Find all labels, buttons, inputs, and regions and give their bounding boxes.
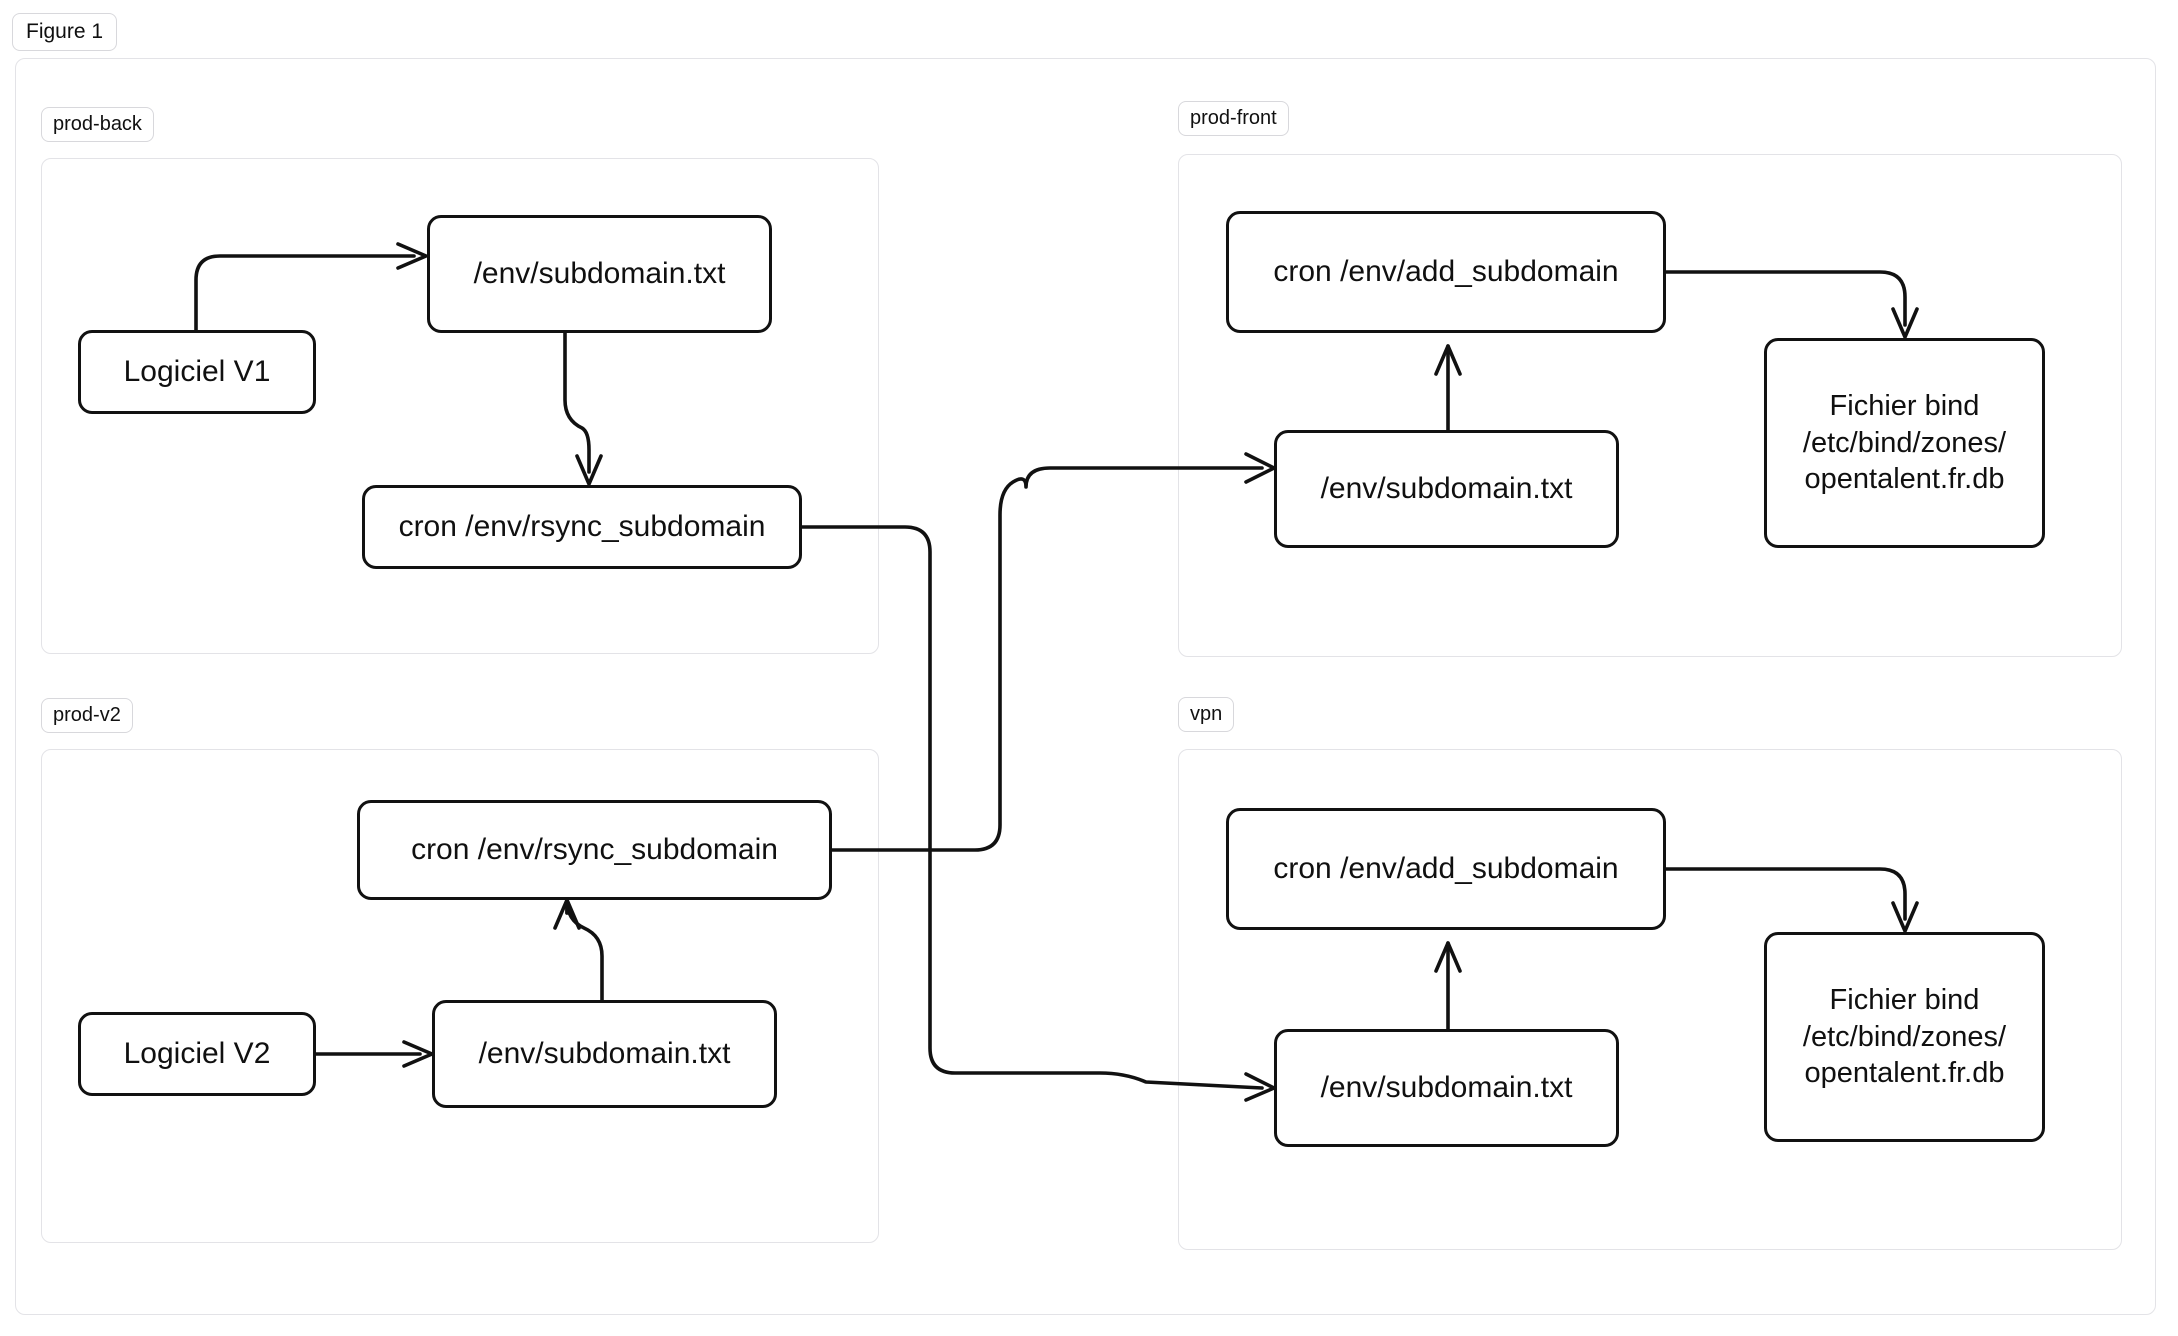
node-label: /env/subdomain.txt xyxy=(1320,1071,1573,1105)
cluster-label-vpn: vpn xyxy=(1178,697,1235,732)
node-label: /env/subdomain.txt xyxy=(1320,472,1573,506)
node-prod-v2-logiciel-v2[interactable]: Logiciel V2 xyxy=(78,1012,316,1096)
node-prod-front-subdomain-txt[interactable]: /env/subdomain.txt xyxy=(1274,430,1619,548)
node-label: cron /env/add_subdomain xyxy=(1273,255,1619,289)
node-label: Fichier bind /etc/bind/zones/ opentalent… xyxy=(1802,390,2007,496)
node-prod-front-cron-add-subdomain[interactable]: cron /env/add_subdomain xyxy=(1226,211,1666,333)
cluster-label-prod-front: prod-front xyxy=(1178,101,1289,136)
node-prod-back-cron-rsync-subdomain[interactable]: cron /env/rsync_subdomain xyxy=(362,485,802,569)
node-label: cron /env/rsync_subdomain xyxy=(398,510,766,544)
node-prod-back-logiciel-v1[interactable]: Logiciel V1 xyxy=(78,330,316,414)
node-label: cron /env/rsync_subdomain xyxy=(411,833,778,867)
node-prod-v2-cron-rsync-subdomain[interactable]: cron /env/rsync_subdomain xyxy=(357,800,832,900)
node-label: Logiciel V2 xyxy=(123,1037,271,1071)
node-vpn-fichier-bind[interactable]: Fichier bind /etc/bind/zones/ opentalent… xyxy=(1764,932,2045,1142)
node-label: /env/subdomain.txt xyxy=(473,257,726,291)
node-prod-back-subdomain-txt[interactable]: /env/subdomain.txt xyxy=(427,215,772,333)
node-prod-v2-subdomain-txt[interactable]: /env/subdomain.txt xyxy=(432,1000,777,1108)
node-vpn-subdomain-txt[interactable]: /env/subdomain.txt xyxy=(1274,1029,1619,1147)
node-label: Logiciel V1 xyxy=(123,355,271,389)
cluster-label-prod-back: prod-back xyxy=(41,107,154,142)
node-prod-front-fichier-bind[interactable]: Fichier bind /etc/bind/zones/ opentalent… xyxy=(1764,338,2045,548)
node-label: cron /env/add_subdomain xyxy=(1273,852,1619,886)
node-label: /env/subdomain.txt xyxy=(478,1037,731,1071)
node-label: Fichier bind /etc/bind/zones/ opentalent… xyxy=(1802,984,2007,1090)
node-vpn-cron-add-subdomain[interactable]: cron /env/add_subdomain xyxy=(1226,808,1666,930)
cluster-label-prod-v2: prod-v2 xyxy=(41,698,133,733)
figure-caption: Figure 1 xyxy=(12,13,118,51)
